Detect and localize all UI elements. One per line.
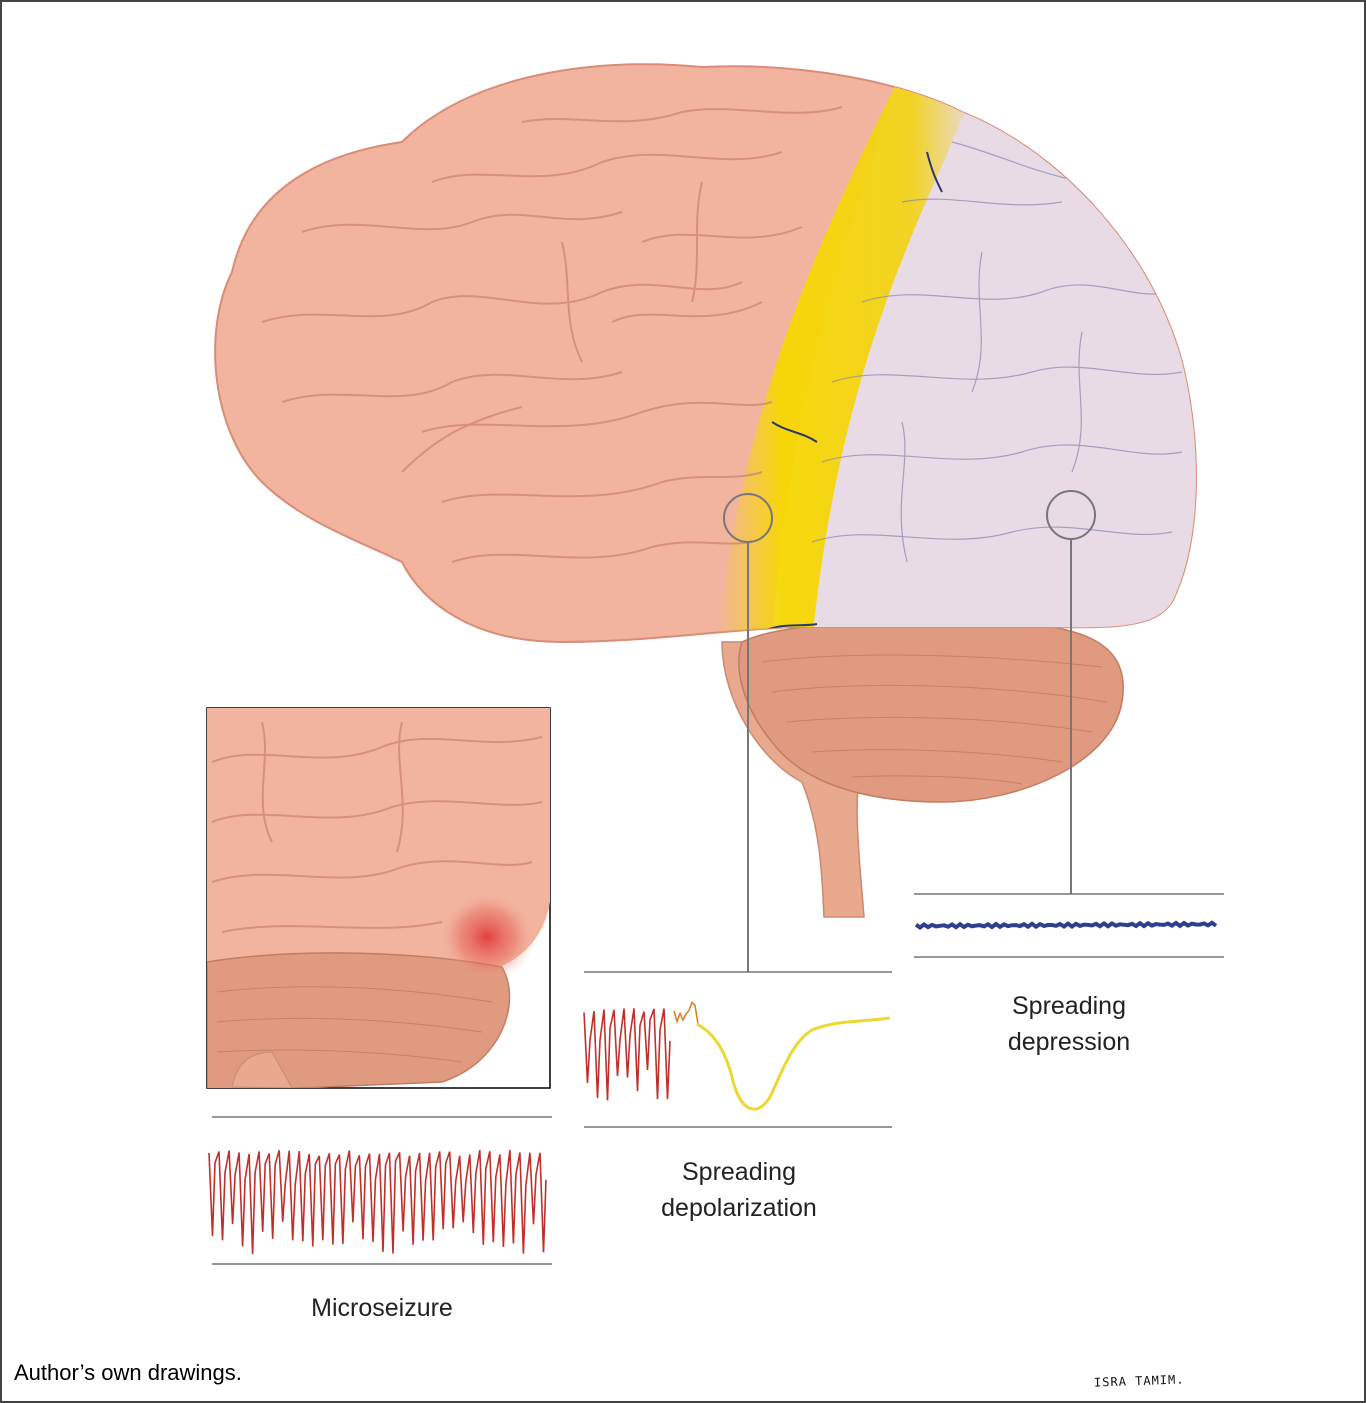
depolarization-transition-trace xyxy=(674,1002,698,1023)
spreading-depolarization-label: Spreading depolarization xyxy=(584,1154,894,1226)
microseizure-label-text: Microseizure xyxy=(212,1290,552,1326)
depolarization-dc-shift-trace xyxy=(697,1018,890,1109)
spreading-depression-label: Spreading depression xyxy=(914,988,1224,1060)
seizure-focus xyxy=(439,892,535,982)
spreading-depolarization-line2: depolarization xyxy=(584,1190,894,1226)
depolarization-seizure-trace xyxy=(584,1008,670,1100)
figure-caption: Author’s own drawings. xyxy=(14,1360,242,1386)
spreading-depression-line1: Spreading xyxy=(914,988,1224,1024)
spreading-depolarization-line1: Spreading xyxy=(584,1154,894,1190)
depression-trace xyxy=(916,923,1216,928)
microseizure-trace xyxy=(209,1150,546,1254)
spreading-depression-line2: depression xyxy=(914,1024,1224,1060)
microseizure-label: Microseizure xyxy=(212,1290,552,1326)
